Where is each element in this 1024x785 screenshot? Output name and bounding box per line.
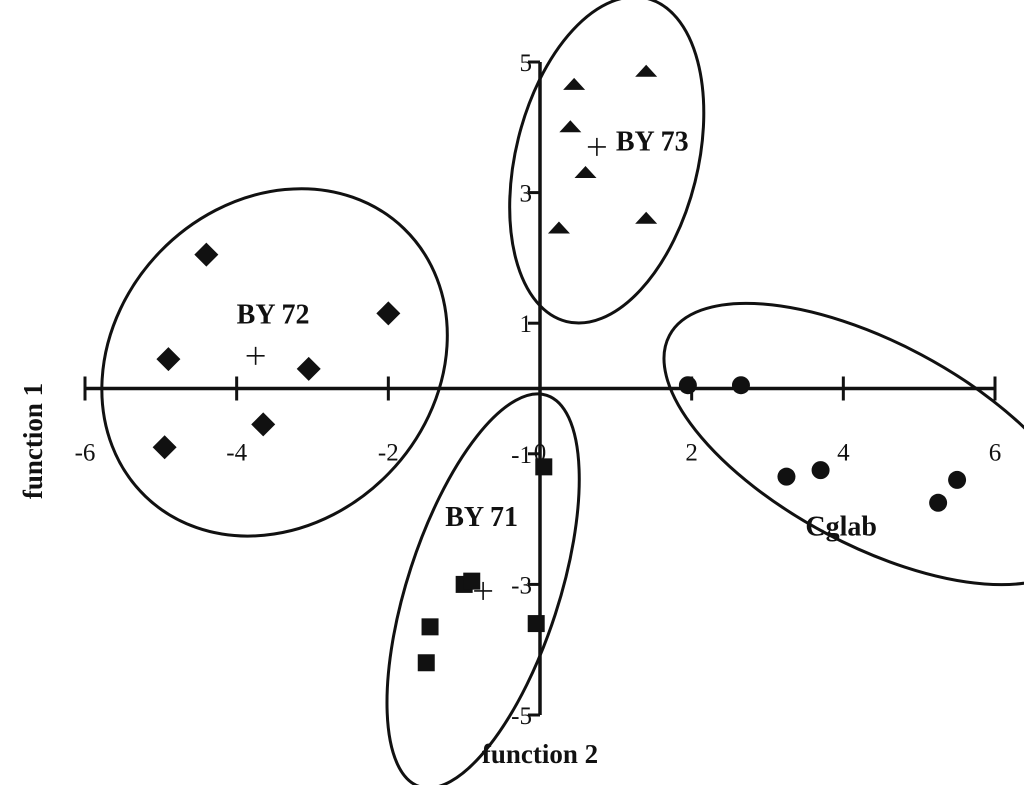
y-tick-label: 1: [520, 311, 533, 338]
square-point: [535, 458, 553, 476]
group-ellipses: [100, 0, 1024, 785]
group-centroids: [246, 137, 606, 600]
diamond-point: [194, 242, 219, 267]
circle-point: [777, 467, 796, 486]
x-tick-label: -2: [378, 440, 399, 467]
data-points: [152, 64, 967, 672]
square-point: [527, 615, 545, 633]
triangle-point: [635, 211, 658, 224]
y-tick-label: -3: [511, 572, 532, 599]
diamond-point: [296, 356, 321, 381]
circle-point: [731, 376, 750, 395]
centroid-marker: [246, 346, 265, 365]
diamond-point: [376, 301, 401, 326]
y-axis-title: function 1: [18, 383, 48, 499]
diamond-point: [251, 412, 276, 437]
y-tick-label: -5: [511, 703, 532, 730]
square-point: [421, 618, 439, 636]
axes: [83, 60, 997, 717]
circle-point: [948, 470, 967, 489]
square-point: [417, 654, 435, 672]
triangle-point: [559, 120, 582, 133]
ellipse-by-71: [385, 392, 581, 785]
ellipse-cglab: [662, 301, 1024, 587]
y-tick-label: -1: [511, 442, 532, 469]
group-label: BY 71: [445, 502, 518, 533]
circle-point: [811, 461, 830, 480]
circle-point: [929, 493, 948, 512]
ellipse-by-73: [508, 0, 706, 325]
x-tick-label: -4: [226, 440, 247, 467]
triangle-point: [563, 77, 586, 90]
circle-point: [678, 376, 697, 395]
group-labels: BY 71 BY 72 BY 73 Cglab: [237, 126, 877, 542]
x-axis-title: function 2: [482, 739, 598, 769]
diamond-point: [156, 347, 181, 372]
square-point: [463, 572, 481, 590]
centroid-marker: [474, 581, 493, 600]
triangle-point: [574, 166, 597, 179]
triangle-point: [547, 221, 570, 234]
group-label: Cglab: [805, 512, 877, 543]
group-label: BY 73: [616, 126, 689, 157]
y-tick-label: 3: [520, 181, 533, 208]
triangle-point: [635, 64, 658, 77]
y-tick-label: 5: [520, 50, 533, 77]
x-tick-label: 2: [685, 440, 698, 467]
ellipse-by-72: [100, 187, 449, 538]
group-label: BY 72: [237, 299, 310, 330]
centroid-marker: [587, 137, 606, 156]
diamond-point: [152, 435, 177, 460]
x-tick-label: 6: [989, 440, 1002, 467]
x-tick-label: -6: [75, 440, 96, 467]
x-tick-label: 4: [837, 440, 850, 467]
